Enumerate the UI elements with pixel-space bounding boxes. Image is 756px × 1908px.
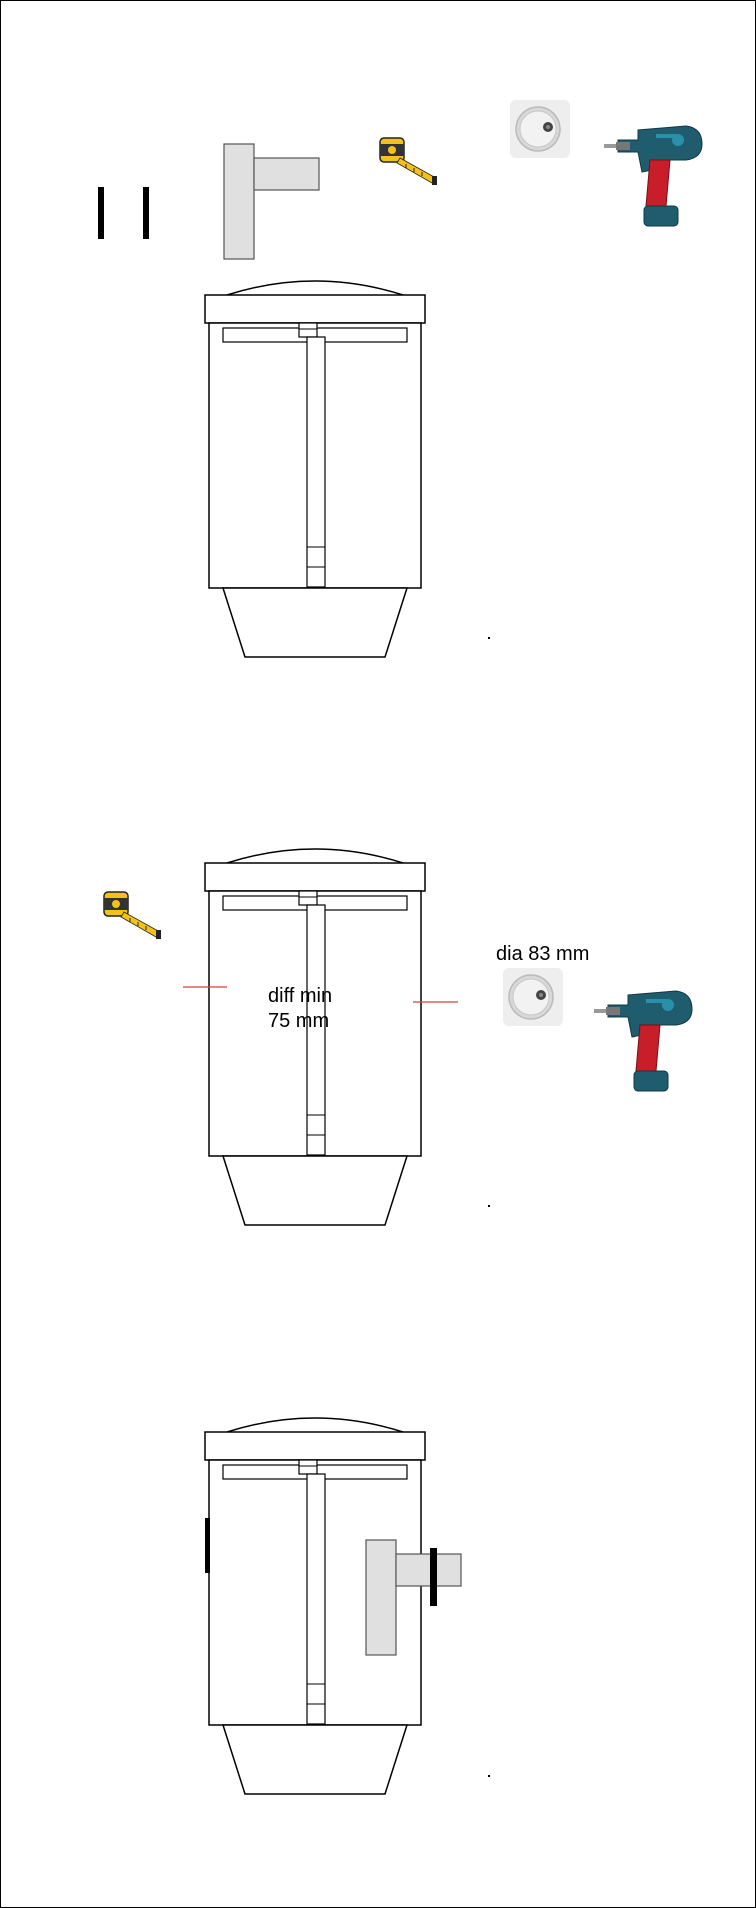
marking-lines-icon (98, 187, 149, 239)
min-distance-label-2: 75 mm (268, 1010, 329, 1032)
dot-marker-3 (488, 1775, 490, 1777)
hole-saw-icon (502, 967, 564, 1027)
cabinet-diagram-1 (204, 280, 426, 658)
cordless-drill-icon (593, 990, 693, 1092)
right-mount-mark (430, 1548, 437, 1606)
hole-diameter-label: dia 83 mm (496, 943, 589, 965)
dot-marker-2 (488, 1205, 490, 1207)
cordless-drill-icon (603, 125, 703, 227)
dot-marker-1 (488, 637, 490, 639)
hole-saw-icon (509, 99, 571, 159)
section-1-tools (98, 99, 703, 260)
cabinet-diagram-2 (204, 848, 426, 1226)
left-mount-mark (205, 1518, 210, 1573)
tape-measure-icon (379, 137, 438, 186)
tape-measure-icon (103, 891, 162, 940)
wall-bracket-icon (223, 143, 320, 260)
min-distance-label-1: diff min (268, 985, 332, 1007)
